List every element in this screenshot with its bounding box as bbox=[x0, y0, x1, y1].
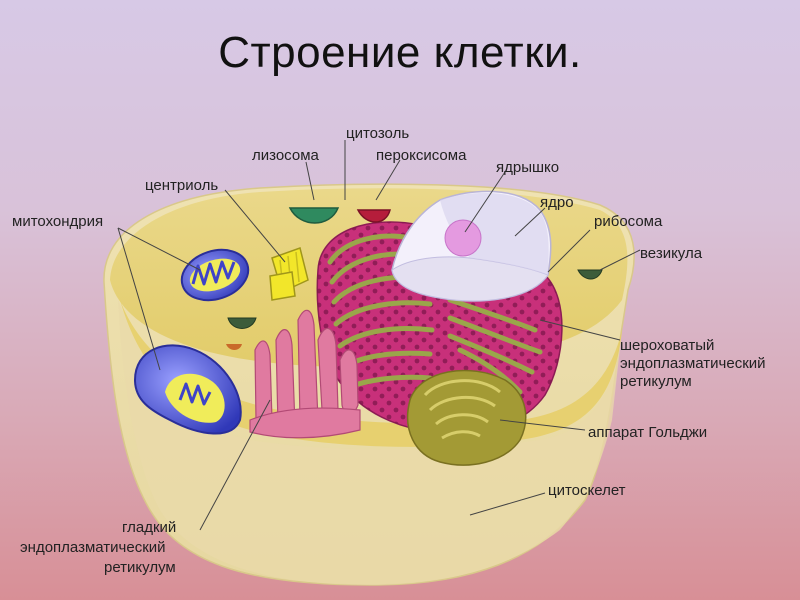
label-peroxisome: пероксисома bbox=[376, 147, 467, 164]
label-ribosome: рибосома bbox=[594, 213, 663, 230]
label-centriole: центриоль bbox=[145, 177, 218, 194]
label-smooth-er-3: ретикулум bbox=[104, 559, 176, 576]
label-nucleolus: ядрышко bbox=[496, 159, 559, 176]
label-lysosome: лизосома bbox=[252, 147, 320, 164]
nucleolus bbox=[445, 220, 481, 256]
label-cytoskeleton: цитоскелет bbox=[548, 482, 626, 499]
label-smooth-er-1: гладкий bbox=[122, 519, 176, 536]
label-rough-er-3: ретикулум bbox=[620, 373, 692, 390]
label-mitochondria: митохондрия bbox=[12, 213, 103, 230]
label-rough-er-1: шероховатый bbox=[620, 337, 714, 354]
golgi-apparatus bbox=[408, 370, 526, 465]
label-cytosol: цитозоль bbox=[346, 125, 409, 142]
label-vesicle: везикула bbox=[640, 245, 703, 262]
label-smooth-er-2: эндоплазматический bbox=[20, 539, 166, 556]
label-nucleus: ядро bbox=[540, 194, 574, 211]
label-golgi: аппарат Гольджи bbox=[588, 424, 707, 441]
label-rough-er-2: эндоплазматический bbox=[620, 355, 766, 372]
